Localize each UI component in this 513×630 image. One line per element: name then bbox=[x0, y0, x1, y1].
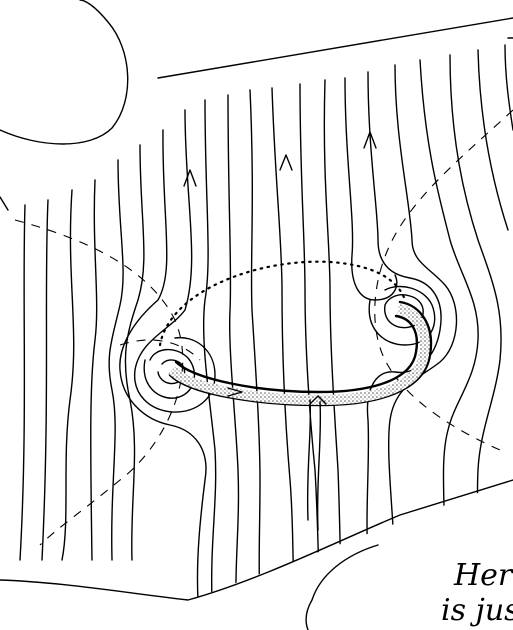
field-line-left-5 bbox=[109, 160, 123, 560]
speech-bubble-bottom-right bbox=[306, 545, 378, 630]
speech-bubble-top-left bbox=[0, 0, 128, 144]
field-line-center-4 bbox=[272, 88, 295, 600]
field-line-center-5 bbox=[300, 84, 320, 600]
field-line-right-4 bbox=[420, 60, 478, 560]
lead-wire-2 bbox=[318, 402, 321, 530]
field-lines-group bbox=[15, 45, 513, 600]
caption-line-2: is jus bbox=[441, 593, 513, 628]
field-line-left-3 bbox=[62, 190, 74, 560]
field-arrow-icon bbox=[184, 170, 196, 186]
field-line-center-2 bbox=[228, 95, 238, 600]
caption-line-1: Here bbox=[453, 558, 513, 593]
wire-outline-inner bbox=[176, 316, 417, 392]
panel-top-border bbox=[158, 18, 513, 78]
field-line-center-1 bbox=[204, 100, 216, 600]
field-line-left-2 bbox=[42, 200, 48, 560]
field-line-left-1 bbox=[20, 205, 25, 560]
lead-wire-1 bbox=[308, 400, 311, 520]
panel-bottom-border bbox=[0, 480, 513, 600]
field-line-left-4 bbox=[91, 180, 97, 560]
field-line-right-1 bbox=[345, 78, 397, 300]
left-coil-loop-mid bbox=[135, 110, 215, 412]
field-line-right-6 bbox=[478, 50, 508, 230]
field-arrow-icon bbox=[280, 155, 292, 170]
panel-left-border bbox=[0, 197, 8, 210]
field-line-right-7 bbox=[505, 45, 513, 130]
field-line-right-5 bbox=[450, 55, 501, 560]
field-line-center-6 bbox=[324, 80, 342, 600]
field-line-right-2 bbox=[367, 72, 441, 560]
field-line-center-3 bbox=[250, 90, 260, 600]
dashed-arc-left bbox=[15, 220, 183, 545]
